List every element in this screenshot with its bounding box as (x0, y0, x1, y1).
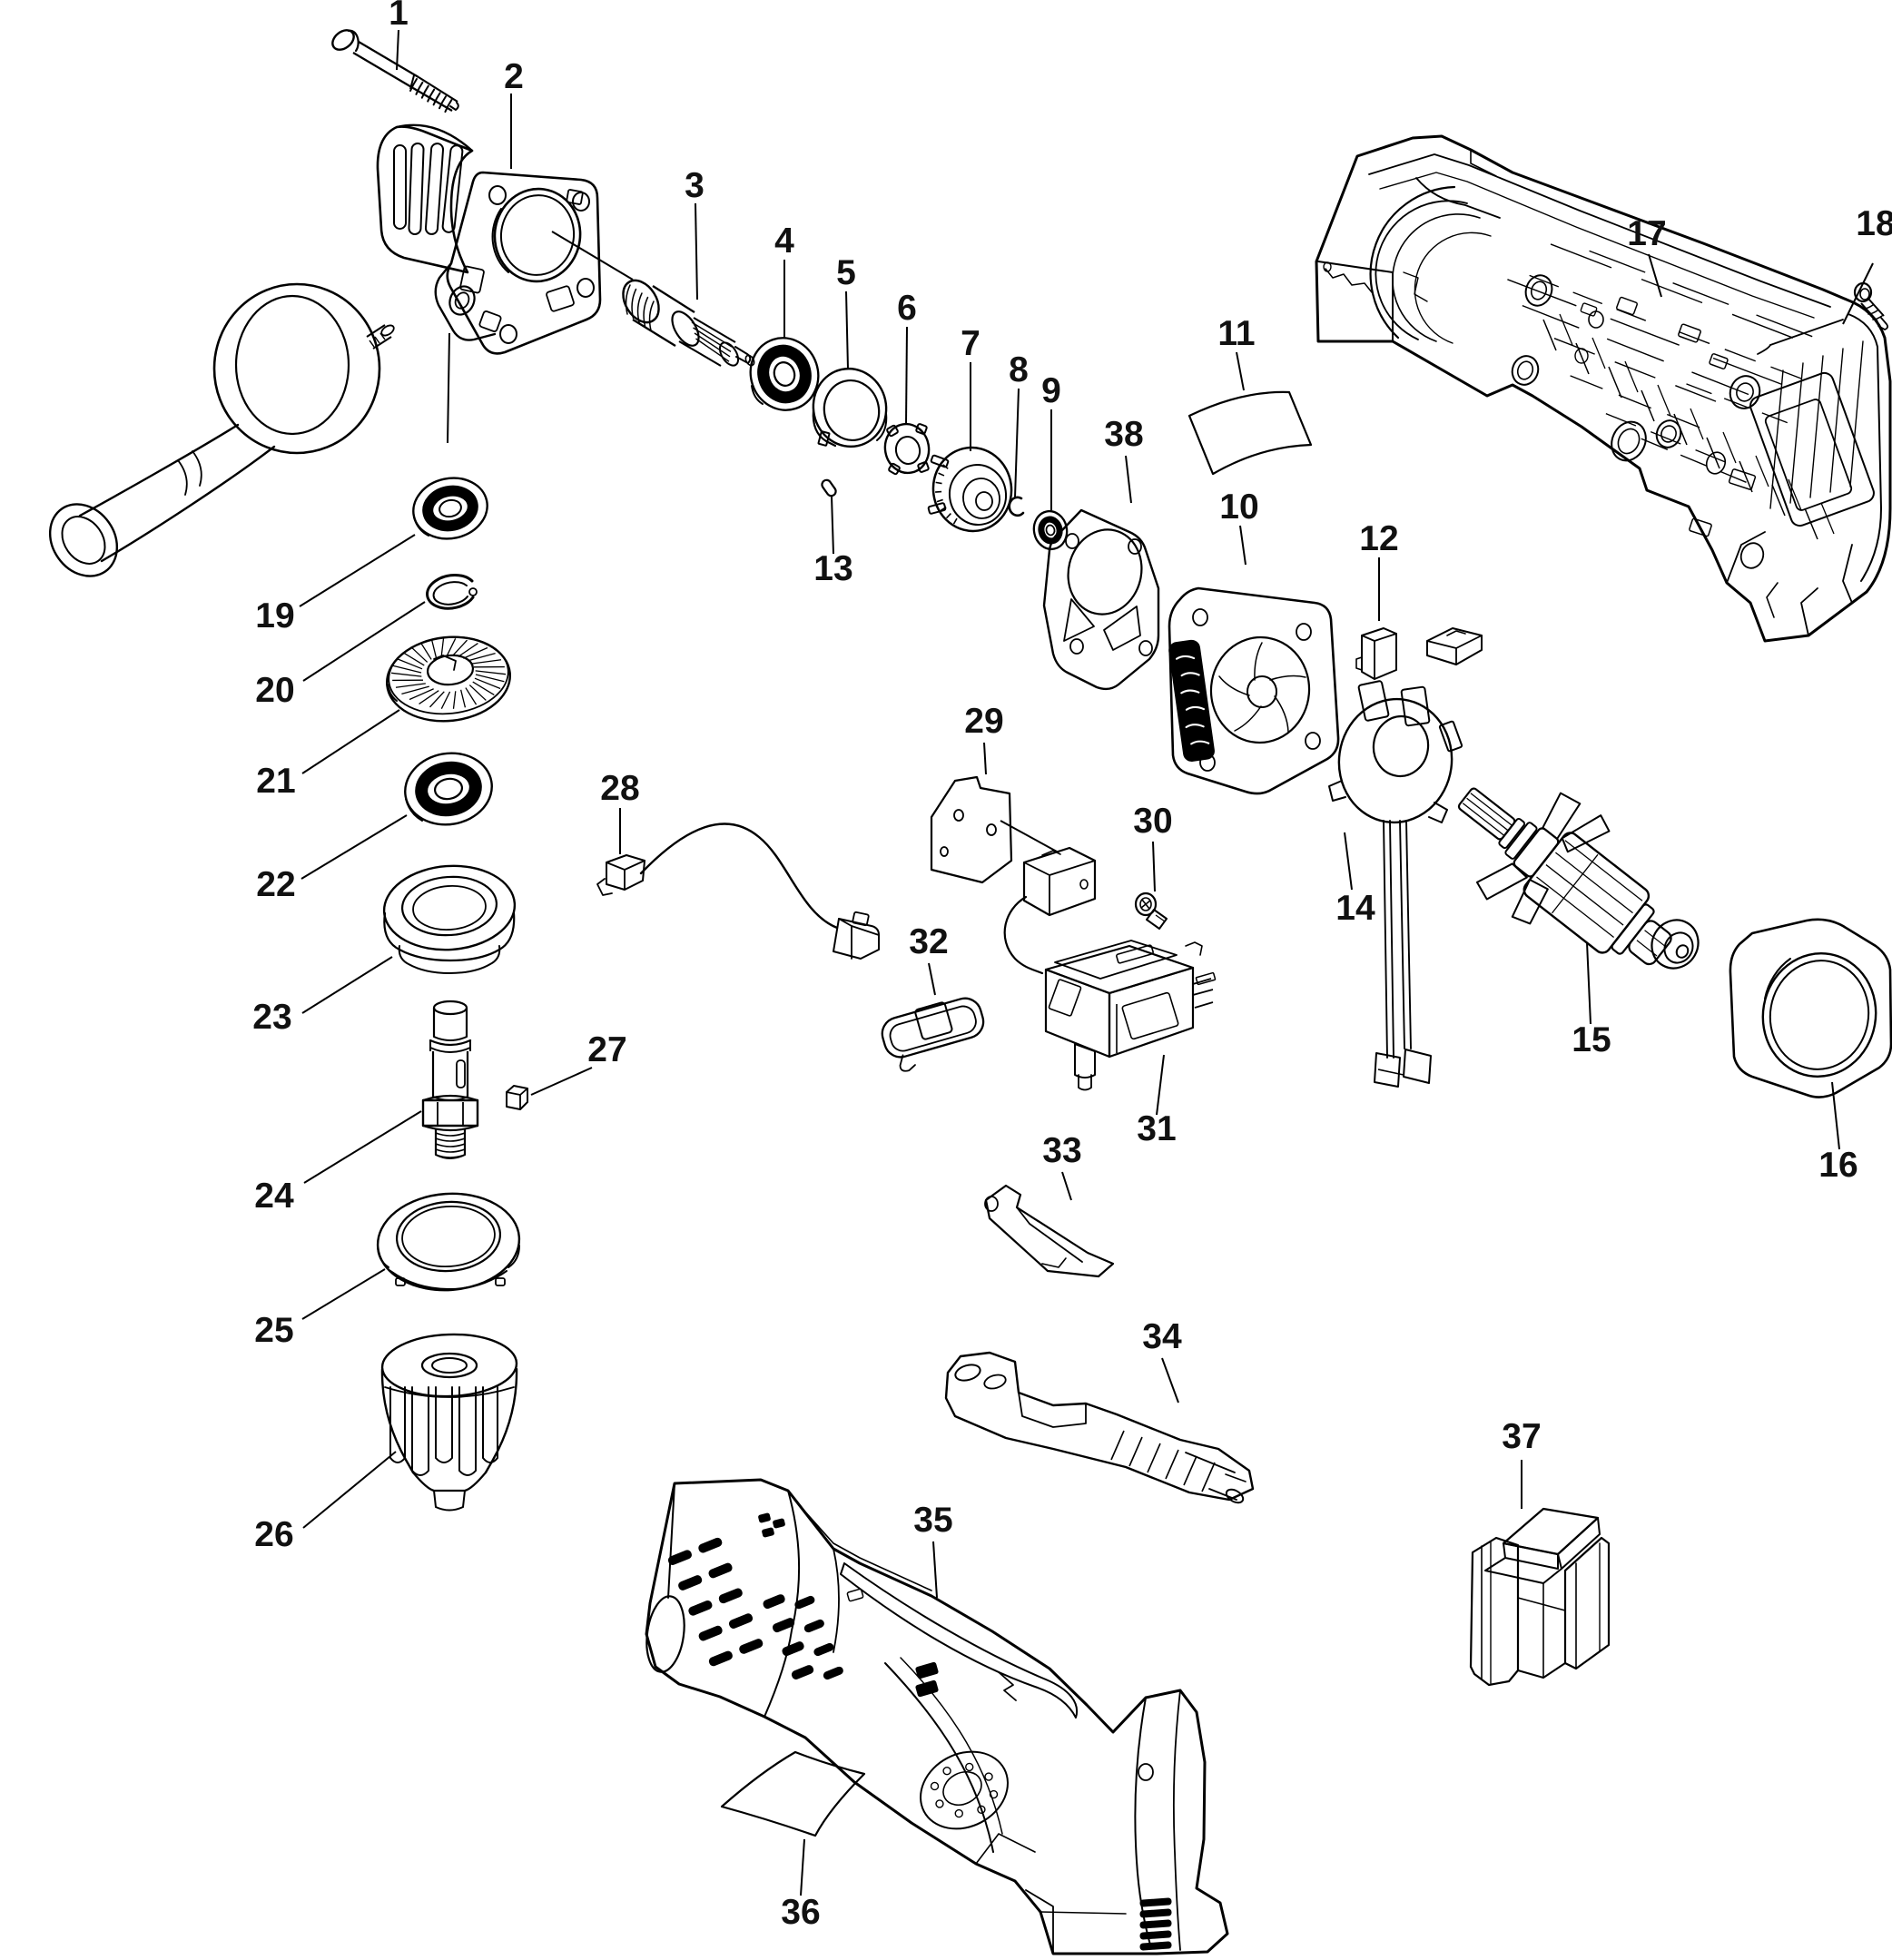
svg-text:18: 18 (1856, 204, 1892, 243)
svg-text:32: 32 (909, 922, 948, 961)
svg-text:22: 22 (256, 865, 295, 904)
svg-text:27: 27 (587, 1030, 626, 1069)
svg-text:37: 37 (1502, 1417, 1541, 1456)
svg-text:17: 17 (1627, 214, 1666, 253)
svg-text:2: 2 (504, 57, 524, 96)
svg-text:31: 31 (1137, 1109, 1176, 1148)
svg-text:19: 19 (255, 596, 294, 635)
svg-text:33: 33 (1042, 1131, 1081, 1170)
svg-text:14: 14 (1335, 889, 1375, 928)
svg-text:34: 34 (1142, 1317, 1182, 1356)
svg-text:1: 1 (389, 0, 409, 33)
svg-text:29: 29 (964, 702, 1003, 741)
svg-text:13: 13 (813, 549, 852, 588)
svg-text:5: 5 (836, 253, 856, 292)
svg-text:4: 4 (774, 222, 794, 261)
svg-text:3: 3 (685, 166, 705, 205)
svg-text:25: 25 (254, 1311, 293, 1350)
svg-text:28: 28 (600, 769, 639, 808)
svg-text:11: 11 (1217, 314, 1255, 353)
svg-text:6: 6 (897, 289, 917, 328)
svg-text:8: 8 (1009, 350, 1029, 389)
svg-text:23: 23 (252, 998, 291, 1037)
svg-text:10: 10 (1219, 488, 1258, 527)
svg-text:7: 7 (961, 324, 980, 363)
svg-text:24: 24 (254, 1177, 294, 1216)
svg-text:30: 30 (1133, 802, 1172, 841)
svg-text:12: 12 (1359, 519, 1398, 558)
svg-text:21: 21 (256, 762, 295, 801)
svg-text:15: 15 (1572, 1020, 1611, 1059)
svg-text:9: 9 (1041, 371, 1061, 410)
svg-text:38: 38 (1104, 415, 1143, 454)
svg-text:26: 26 (254, 1515, 293, 1554)
svg-text:35: 35 (913, 1501, 952, 1540)
svg-text:16: 16 (1818, 1146, 1858, 1185)
svg-text:20: 20 (255, 671, 294, 710)
svg-text:36: 36 (781, 1893, 820, 1932)
